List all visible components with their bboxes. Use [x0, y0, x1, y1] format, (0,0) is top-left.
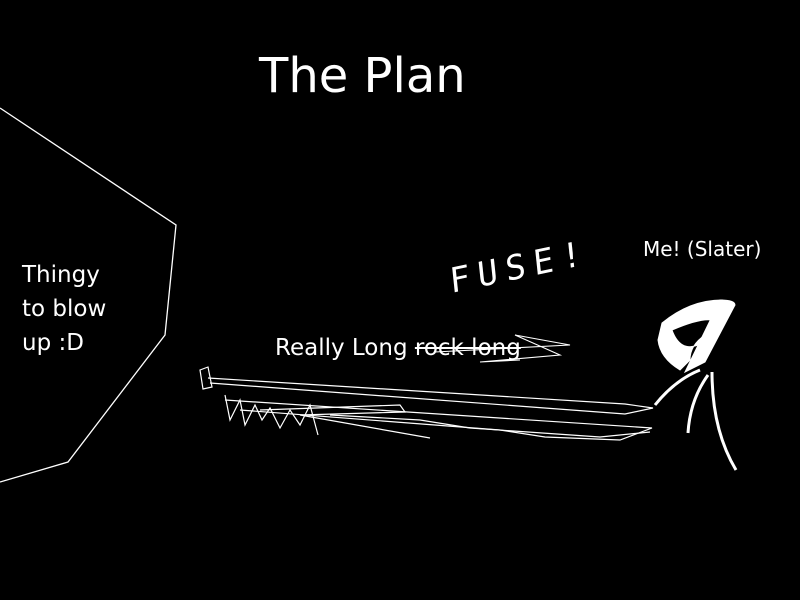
target-outline	[0, 107, 177, 483]
rod-label-struck: rock long	[414, 335, 521, 361]
me-label: Me! (Slater)	[643, 237, 762, 261]
long-rod	[199, 366, 654, 441]
stick-figure	[653, 299, 738, 471]
target-label-line: Thingy	[22, 262, 100, 288]
rod-label: Really Long rock long	[275, 335, 521, 361]
target-label-line: to blow	[22, 296, 107, 322]
scribble-marks	[434, 334, 571, 363]
target-label: Thingy to blow up :D	[22, 258, 142, 360]
target-label-line: up :D	[22, 330, 84, 356]
rod-label-text: Really Long	[275, 335, 408, 361]
page-title: The Plan	[259, 48, 466, 104]
